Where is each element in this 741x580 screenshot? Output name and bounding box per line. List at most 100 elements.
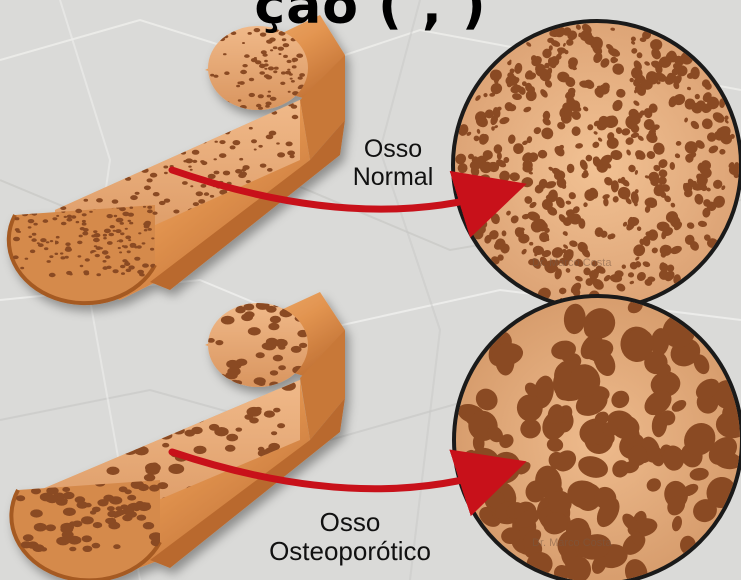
- pore: [56, 215, 59, 217]
- pore: [268, 91, 271, 93]
- pore: [130, 195, 138, 200]
- pore: [296, 54, 303, 58]
- pore: [196, 191, 203, 196]
- pore: [28, 226, 32, 228]
- pore: [142, 263, 149, 267]
- pore: [258, 447, 265, 451]
- pore: [287, 69, 290, 71]
- pore: [200, 160, 205, 163]
- pore: [145, 463, 161, 473]
- pore: [66, 271, 72, 275]
- pore: [118, 239, 123, 242]
- pore: [103, 234, 107, 237]
- pore: [214, 427, 228, 436]
- normal-label-line1: Osso: [318, 135, 468, 163]
- pore: [298, 87, 302, 90]
- pore: [114, 215, 118, 217]
- pore: [80, 265, 84, 267]
- pore: [299, 343, 307, 348]
- pore: [153, 192, 160, 196]
- pore: [226, 434, 238, 442]
- pore: [115, 229, 121, 233]
- pore: [82, 535, 92, 542]
- pore: [299, 73, 305, 77]
- pore: [264, 60, 268, 63]
- normal-bone-label: Osso Normal: [318, 135, 468, 191]
- pore: [266, 75, 270, 78]
- pore: [260, 164, 267, 168]
- pore: [214, 171, 220, 175]
- pore: [286, 142, 293, 147]
- pore: [99, 247, 103, 249]
- pore: [152, 212, 157, 215]
- pore: [276, 142, 280, 144]
- pore: [97, 499, 108, 506]
- pore: [49, 273, 56, 277]
- pore: [265, 102, 271, 106]
- pore: [273, 355, 283, 362]
- pore: [242, 42, 245, 44]
- pore: [173, 210, 179, 214]
- pore: [288, 91, 291, 93]
- pore: [264, 63, 269, 66]
- pore: [107, 241, 113, 245]
- pore: [238, 99, 242, 101]
- pore: [159, 201, 166, 205]
- pore: [204, 192, 209, 196]
- pore: [84, 199, 89, 202]
- pore: [120, 222, 124, 225]
- pore: [268, 443, 280, 450]
- pore: [280, 82, 285, 85]
- pore: [255, 60, 261, 64]
- pore: [150, 173, 157, 178]
- pore: [271, 431, 277, 435]
- pore: [79, 235, 83, 238]
- pore: [80, 227, 85, 230]
- pore: [55, 253, 59, 255]
- pore: [268, 66, 274, 70]
- pore: [82, 222, 87, 225]
- pore: [236, 85, 240, 88]
- pore: [292, 115, 299, 119]
- pore: [210, 74, 214, 77]
- pore: [13, 255, 19, 259]
- pore: [144, 186, 151, 191]
- pore: [215, 340, 223, 345]
- pore: [77, 501, 88, 508]
- pore: [142, 242, 146, 244]
- pore: [77, 241, 82, 245]
- pore: [102, 250, 109, 254]
- pore: [125, 236, 131, 240]
- pore: [128, 265, 134, 269]
- pore: [244, 54, 250, 58]
- pore: [266, 40, 273, 44]
- pore: [194, 446, 207, 454]
- pore: [38, 243, 44, 247]
- pore: [82, 213, 87, 216]
- pore: [120, 504, 128, 509]
- pore: [239, 158, 243, 161]
- pore: [144, 229, 148, 231]
- pore: [62, 487, 70, 492]
- pore: [113, 269, 119, 273]
- pore: [190, 185, 193, 187]
- pore: [69, 547, 76, 552]
- pore: [121, 272, 125, 275]
- pore: [282, 38, 287, 41]
- pore: [529, 242, 533, 246]
- pore: [230, 145, 236, 149]
- pore: [144, 474, 155, 481]
- pore: [109, 233, 115, 237]
- pore: [147, 206, 152, 209]
- pore: [188, 166, 191, 168]
- pore: [258, 94, 264, 98]
- pore: [148, 228, 152, 231]
- pore: [151, 237, 154, 239]
- pore: [67, 218, 73, 222]
- pore: [544, 63, 549, 69]
- pore: [266, 306, 277, 313]
- pore: [123, 245, 128, 248]
- pore: [138, 484, 149, 491]
- pore: [261, 50, 267, 54]
- pore: [150, 248, 154, 251]
